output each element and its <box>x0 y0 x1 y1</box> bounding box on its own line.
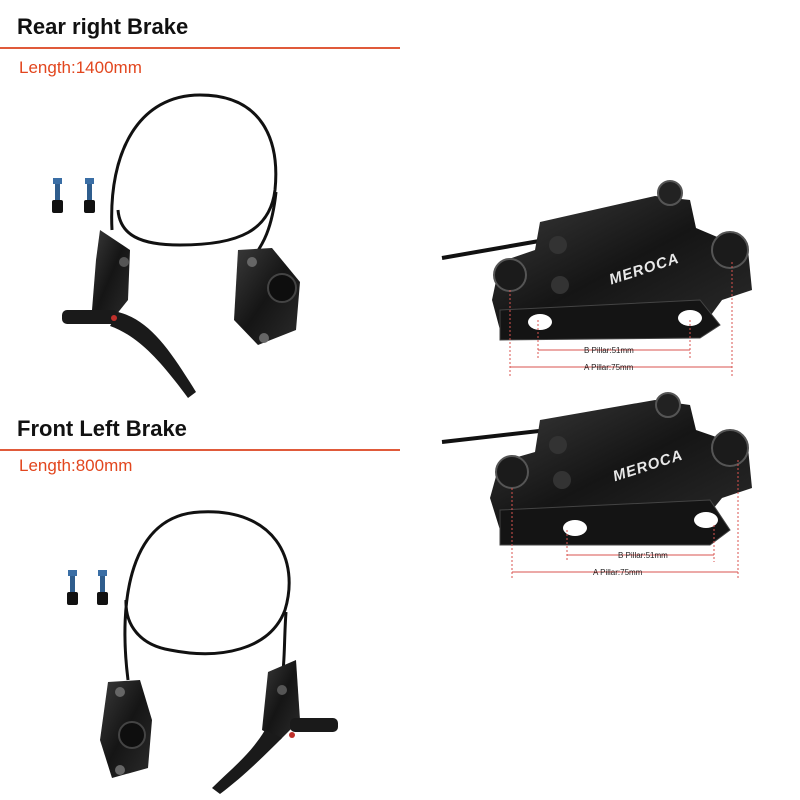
front-title-divider <box>0 449 400 451</box>
front-brake-title: Front Left Brake <box>17 416 187 441</box>
rear-caliper-small <box>234 248 300 345</box>
front-bolts <box>67 570 108 605</box>
front-caliper-small <box>100 680 152 778</box>
rear-bolts <box>52 178 95 213</box>
bolt-icon <box>97 570 108 605</box>
front-a-pillar-label: A Pillar:75mm <box>593 568 643 577</box>
rear-caliper-detail: MEROCA <box>441 180 752 378</box>
bolt-icon <box>67 570 78 605</box>
front-hose <box>123 510 291 681</box>
rear-hose <box>110 93 278 256</box>
front-b-pillar-label: B Pillar:51mm <box>618 551 668 560</box>
rear-a-pillar-label: A Pillar:75mm <box>584 363 634 372</box>
front-lever <box>212 660 338 794</box>
bolt-icon <box>52 178 63 213</box>
bolt-icon <box>84 178 95 213</box>
front-caliper-detail: MEROCA <box>441 392 752 578</box>
rear-lever <box>62 230 196 398</box>
front-length-label: Length:800mm <box>19 456 133 475</box>
rear-title-divider <box>0 47 400 49</box>
rear-brake-title: Rear right Brake <box>17 14 189 39</box>
rear-b-pillar-label: B Pillar:51mm <box>584 346 634 355</box>
rear-length-label: Length:1400mm <box>19 58 142 77</box>
